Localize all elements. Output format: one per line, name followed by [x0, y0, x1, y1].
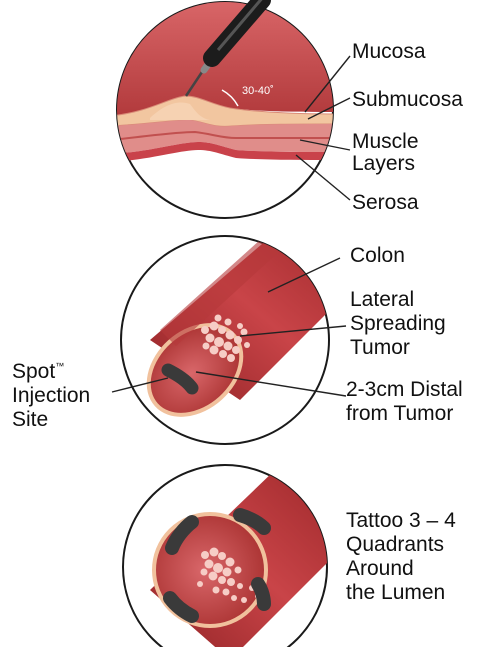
angle-label: 30-40˚ — [242, 85, 274, 97]
tumor-label-line3: Tumor — [350, 336, 410, 359]
distal-label-line1: 2-3cm Distal — [346, 378, 463, 401]
quadrants-label-line2: Quadrants — [346, 533, 444, 556]
tattoo-mark-bottom-right — [258, 584, 264, 604]
spot-label-tm: ™ — [55, 361, 64, 371]
quadrants-label-line1: Tattoo 3 – 4 — [346, 509, 456, 532]
muscle-label-line2: Layers — [352, 152, 415, 175]
distal-label-line2: from Tumor — [346, 402, 453, 425]
quadrants-label-line3: Around — [346, 557, 414, 580]
panel-lumen-quadrants: Tattoo 3 – 4 Quadrants Around the Lumen — [123, 465, 456, 647]
muscle-label-line1: Muscle — [352, 130, 419, 153]
serosa-label: Serosa — [352, 191, 419, 214]
submucosa-label: Submucosa — [352, 88, 463, 111]
quadrants-label-line4: the Lumen — [346, 581, 445, 604]
spot-label-line1: Spot™ — [12, 360, 64, 383]
mucosa-layer — [110, 0, 340, 116]
panel-colon-tumor: Colon Lateral Spreading Tumor 2-3cm Dist… — [12, 220, 463, 444]
panel-wall-section: 30-40˚ Mucosa Submucosa Muscle Layers Se… — [110, 0, 463, 218]
spot-label-word: Spot — [12, 360, 55, 383]
tumor-label-line1: Lateral — [350, 288, 414, 311]
tumor-label-line2: Spreading — [350, 312, 446, 335]
spot-label-line3: Site — [12, 408, 48, 431]
spot-label-line2: Injection — [12, 384, 90, 407]
colon-label: Colon — [350, 244, 405, 267]
mucosa-label: Mucosa — [352, 40, 426, 63]
